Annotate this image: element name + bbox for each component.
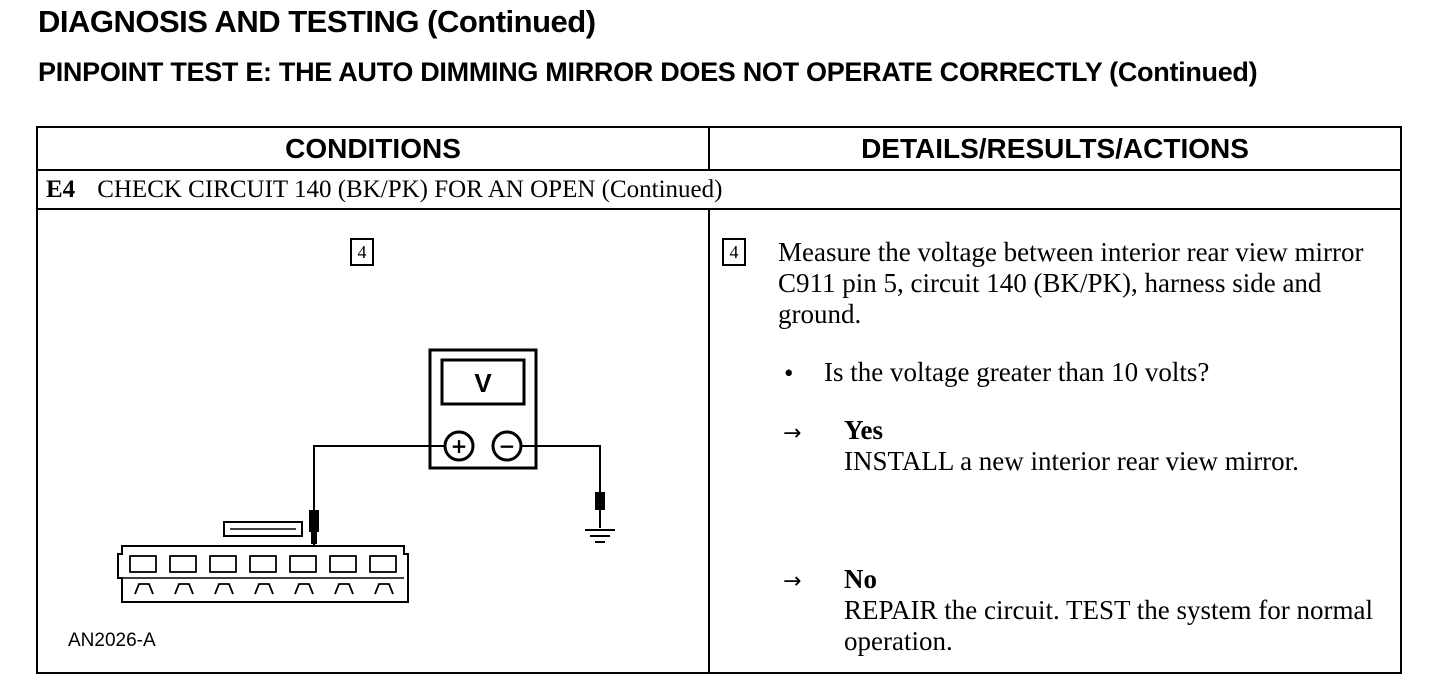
meter-display-label: V: [474, 368, 492, 398]
no-label: No: [844, 564, 877, 594]
ground-icon: [585, 529, 615, 543]
step-id: E4: [46, 176, 76, 203]
negative-probe: [595, 492, 605, 528]
voltmeter-icon: V + −: [428, 348, 538, 470]
voltmeter-diagram: V + −: [117, 348, 615, 603]
positive-lead: [313, 445, 445, 510]
step-title: CHECK CIRCUIT 140 (BK/PK) FOR AN OPEN (C…: [97, 176, 723, 203]
no-arrow-icon: →: [783, 569, 802, 594]
conditions-header: CONDITIONS: [285, 133, 461, 164]
mirror-connector-icon: [117, 521, 409, 603]
conditions-step-badge: 4: [350, 238, 374, 266]
step-row: E4 CHECK CIRCUIT 140 (BK/PK) FOR AN OPEN …: [46, 171, 722, 208]
yes-action: INSTALL a new interior rear view mirror.: [844, 446, 1299, 476]
figure-id: AN2026-A: [68, 630, 156, 651]
pinpoint-test-table: CONDITIONS DETAILS/RESULTS/ACTIONS E4 CHE…: [36, 126, 1402, 674]
minus-symbol: −: [499, 434, 516, 458]
column-divider: [708, 209, 710, 672]
no-action: REPAIR the circuit. TEST the system for …: [844, 595, 1373, 656]
details-step-badge: 4: [722, 238, 746, 266]
pinpoint-test-title: PINPOINT TEST E: THE AUTO DIMMING MIRROR…: [38, 57, 1258, 87]
details-header: DETAILS/RESULTS/ACTIONS: [861, 133, 1249, 164]
step-rule: [38, 208, 1400, 210]
yes-label: Yes: [844, 415, 883, 445]
negative-lead: [521, 445, 601, 492]
measurement-instruction: Measure the voltage between interior rea…: [778, 237, 1364, 329]
bullet-icon: •: [784, 358, 794, 388]
yes-arrow-icon: →: [783, 421, 802, 446]
plus-symbol: +: [451, 434, 468, 458]
test-question: Is the voltage greater than 10 volts?: [824, 357, 1210, 387]
header-rule: [38, 169, 1400, 171]
column-divider-top: [708, 128, 710, 170]
page-title: DIAGNOSIS AND TESTING (Continued): [38, 4, 596, 39]
